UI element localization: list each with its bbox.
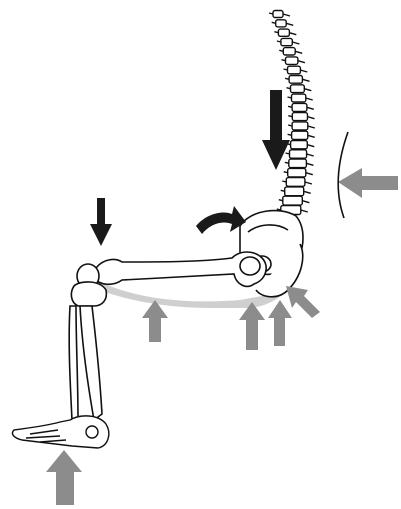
vertebra-process bbox=[288, 134, 292, 135]
vertebra-process bbox=[288, 97, 292, 98]
vertebra-process bbox=[308, 117, 315, 119]
vertebra bbox=[292, 113, 307, 121]
vertebra bbox=[289, 159, 307, 168]
vertebra-process bbox=[272, 22, 276, 23]
vertebra bbox=[288, 66, 301, 74]
vertebra-process bbox=[279, 50, 283, 51]
vertebra-process bbox=[283, 14, 290, 16]
vertebra-process bbox=[286, 23, 293, 25]
vertebra-process bbox=[308, 135, 315, 137]
foot-bones bbox=[12, 416, 108, 448]
vertebra-process bbox=[284, 69, 288, 70]
vertebra-process bbox=[307, 154, 314, 156]
vertebra bbox=[285, 187, 304, 196]
vertebra bbox=[278, 29, 289, 36]
vertebra bbox=[281, 38, 292, 45]
vertebra-process bbox=[274, 32, 278, 33]
vertebra bbox=[283, 48, 295, 55]
femur bbox=[94, 252, 266, 286]
vertebra-process bbox=[307, 145, 314, 147]
vertebra bbox=[286, 57, 298, 65]
vertebra bbox=[286, 178, 305, 187]
vertebra-process bbox=[279, 200, 283, 201]
vertebra-process bbox=[285, 78, 289, 79]
vertebra-process bbox=[285, 162, 289, 163]
vertebra bbox=[290, 150, 307, 158]
upward-arrow-buttock-left bbox=[239, 302, 265, 350]
vertebra-process bbox=[288, 116, 292, 117]
vertebra-process bbox=[302, 201, 309, 203]
vertebra bbox=[273, 11, 283, 18]
vertebra-process bbox=[288, 106, 292, 107]
upward-arrow-buttock-right bbox=[268, 300, 292, 346]
lower-leg-bones bbox=[69, 306, 102, 420]
vertebra-process bbox=[300, 70, 307, 72]
vertebra-process bbox=[305, 182, 312, 184]
vertebra-process bbox=[286, 153, 290, 154]
vertebra-process bbox=[288, 125, 292, 126]
downward-arrow-knee bbox=[90, 198, 112, 246]
vertebra-process bbox=[292, 42, 299, 44]
vertebra-process bbox=[304, 191, 311, 193]
vertebra-process bbox=[304, 89, 311, 91]
downward-arrow-spine bbox=[262, 90, 290, 170]
vertebra-process bbox=[281, 190, 285, 191]
vertebra bbox=[289, 76, 302, 84]
vertebra-process bbox=[287, 88, 291, 89]
vertebra bbox=[283, 196, 303, 205]
vertebra-process bbox=[282, 181, 286, 182]
backrest-curve bbox=[338, 132, 348, 218]
vertebra bbox=[292, 103, 307, 111]
vertebra-process bbox=[306, 98, 313, 100]
diagonal-arrow-sacrum bbox=[286, 286, 320, 318]
vertebra-process bbox=[308, 126, 315, 128]
upward-arrow-thigh bbox=[142, 300, 168, 342]
curved-arrow-pelvis bbox=[196, 206, 246, 234]
vertebra-process bbox=[307, 107, 314, 109]
vertebra bbox=[292, 94, 306, 102]
vertebra-process bbox=[282, 60, 286, 61]
vertebra bbox=[288, 168, 306, 177]
vertebra-process bbox=[289, 33, 296, 35]
vertebra-process bbox=[301, 210, 308, 212]
vertebra-process bbox=[306, 173, 313, 175]
vertebra bbox=[292, 131, 308, 139]
vertebra-process bbox=[298, 61, 305, 63]
vertebra-process bbox=[284, 172, 288, 173]
vertebra-process bbox=[303, 79, 310, 81]
vertebra bbox=[291, 85, 305, 93]
vertebra-process bbox=[295, 51, 302, 53]
vertebra bbox=[292, 122, 308, 130]
upward-arrow-foot bbox=[46, 450, 82, 505]
vertebra-process bbox=[306, 163, 313, 165]
leftward-arrow-back bbox=[338, 168, 398, 198]
vertebra-process bbox=[277, 41, 281, 42]
vertebra-process bbox=[269, 13, 273, 14]
vertebra bbox=[276, 20, 287, 27]
vertebra bbox=[291, 141, 308, 149]
